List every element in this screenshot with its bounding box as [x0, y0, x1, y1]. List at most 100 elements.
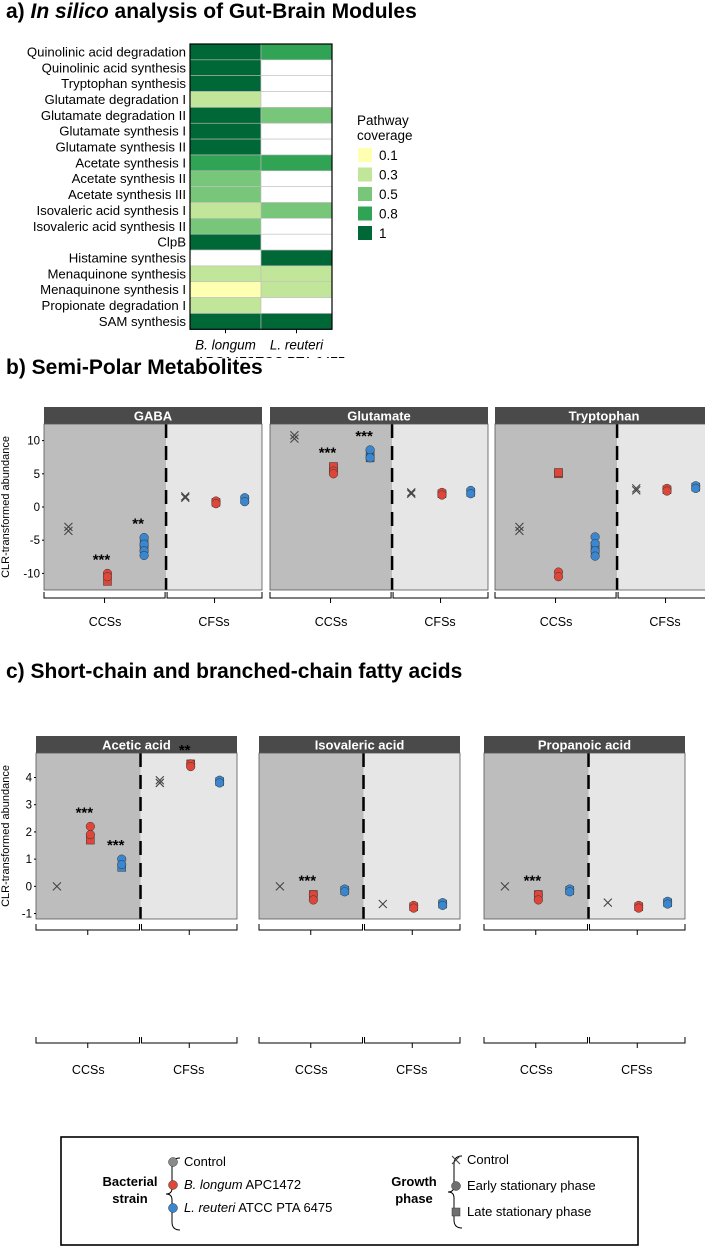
y-axis-label: CLR-transformed abundance [0, 436, 12, 578]
facet-title: Tryptophan [569, 409, 640, 424]
legend-phase-label: Early stationary phase [467, 1178, 596, 1193]
legend-strain-title: Bacterial [103, 1174, 158, 1189]
facet-header [36, 736, 237, 753]
facet-title: GABA [134, 409, 173, 424]
group-bracket [43, 592, 166, 603]
heatmap-cell [189, 138, 262, 156]
heatmap-column-strain: APC1472 [197, 354, 255, 358]
section-c-title: c) Short-chain and branched-chain fatty … [6, 660, 463, 683]
y-tick-label: 2 [26, 827, 32, 839]
heatmap-cell [189, 218, 262, 235]
early-phase-point [117, 860, 127, 870]
early-phase-point [139, 550, 149, 561]
heatmap-row-label: Acetate synthesis III [68, 187, 186, 202]
heatmap-cell [260, 154, 333, 172]
control-point [515, 522, 524, 532]
y-tick-label: -5 [30, 535, 40, 547]
early-phase-point [662, 486, 672, 496]
legend-strain-label: B. longum APC1472 [184, 1177, 301, 1192]
early-phase-point [328, 469, 339, 479]
legend-phase-marker [451, 1207, 461, 1217]
legend-phase-marker [451, 1155, 461, 1165]
heatmap-legend-swatch [358, 187, 372, 201]
panel-frame [494, 423, 705, 591]
heatmap-cell [189, 154, 262, 172]
heatmap-cell [260, 218, 333, 235]
heatmap-cell [260, 249, 333, 267]
early-phase-point [553, 572, 564, 582]
y-tick-label: 0 [26, 881, 32, 893]
group-label-cfss: CFSs [621, 1063, 652, 1077]
heatmap-row-label: Isovaleric acid synthesis I [36, 203, 186, 218]
heatmap-column-strain: ATCC PTA 6475 [248, 354, 346, 358]
heatmap-cell [260, 138, 333, 156]
heatmap-cell [260, 91, 333, 108]
legend-phase-marker [451, 1181, 461, 1191]
heatmap-row-label: Menaquinone synthesis [47, 266, 186, 281]
heatmap-row-label: Histamine synthesis [69, 250, 187, 265]
legend-phase-label: Late stationary phase [467, 1204, 591, 1219]
significance-label: *** [76, 804, 94, 821]
heatmap-legend-label: 0.8 [379, 207, 398, 222]
control-point [500, 881, 510, 891]
heatmap-cell [189, 107, 262, 124]
heatmap-cell [189, 43, 262, 61]
facet-header [270, 407, 488, 424]
heatmap-cell [260, 122, 333, 140]
group-label-cfss: CFSs [649, 615, 680, 629]
section-a-title-italic: In silico [30, 0, 109, 23]
heatmap-cell [189, 313, 262, 330]
group-label-ccss: CCSs [315, 615, 348, 629]
group-label-cfss: CFSs [198, 615, 229, 629]
group-bracket [141, 1037, 238, 1048]
legend-strain-dot [168, 1157, 178, 1167]
heatmap-legend-title: coverage [357, 128, 413, 143]
heatmap-cell [260, 59, 333, 77]
significance-label: *** [319, 444, 337, 461]
heatmap-cell [189, 186, 262, 203]
early-phase-point [409, 903, 419, 913]
early-phase-point [365, 453, 375, 463]
early-phase-point [340, 887, 350, 897]
heatmap-legend-swatch [358, 226, 372, 240]
heatmap-row-label: SAM synthesis [99, 314, 187, 329]
early-phase-point [663, 899, 673, 909]
y-tick-label: 4 [26, 772, 33, 784]
heatmap-legend-label: 0.3 [379, 168, 398, 183]
heatmap-cell [189, 202, 262, 219]
group-bracket [589, 924, 686, 935]
heatmap-row-label: Isovaleric acid synthesis II [33, 219, 186, 234]
heatmap-legend-label: 0.5 [379, 187, 398, 202]
early-phase-point [85, 830, 95, 840]
heatmap-legend-swatch [358, 148, 372, 162]
heatmap-row-label: ClpB [157, 235, 186, 250]
early-phase-point [308, 895, 318, 905]
ccs-region [495, 424, 618, 590]
facet-header [259, 736, 460, 753]
control-point [52, 881, 62, 891]
heatmap-row-label: Quinolinic acid synthesis [42, 60, 187, 75]
facet-header [484, 736, 685, 753]
heatmap-cell [260, 43, 333, 61]
significance-label: *** [355, 428, 373, 445]
control-point [155, 775, 165, 785]
legend-phase-title: phase [395, 1191, 433, 1206]
heatmap-row-label: Glutamate synthesis I [59, 124, 186, 139]
early-phase-point [590, 551, 600, 561]
control-point [64, 526, 73, 536]
heatmap-row-label: Quinolinic acid degradation [27, 44, 186, 59]
group-bracket [258, 924, 364, 935]
y-tick-label: 1 [26, 854, 32, 866]
early-phase-point [365, 445, 375, 455]
section-a-title: a) In silico analysis of Gut-Brain Modul… [6, 0, 417, 24]
heatmap-cell [189, 59, 262, 77]
group-bracket [141, 924, 238, 935]
legend-strain-dot [168, 1180, 178, 1190]
group-bracket [258, 1037, 364, 1048]
significance-label: *** [524, 873, 542, 890]
y-tick-label: 3 [26, 800, 32, 812]
heatmap-row-label: Acetate synthesis I [75, 155, 186, 170]
